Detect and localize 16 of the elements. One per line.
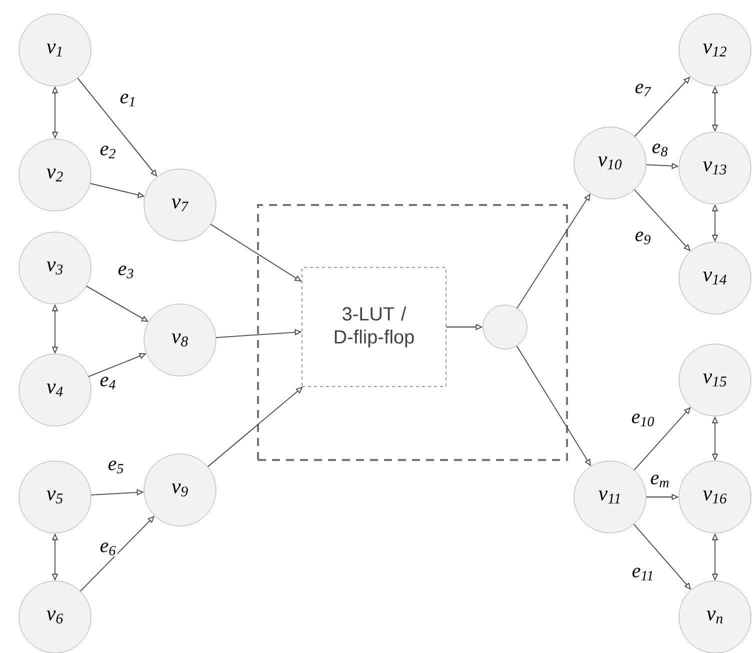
edge-label: e$_{10}$ xyxy=(630,412,656,428)
edge-label: e$_{8}$ xyxy=(650,142,670,158)
arrow xyxy=(634,76,690,137)
edge-label: e$_{2}$ xyxy=(98,144,118,160)
edge-label: e$_{3}$ xyxy=(116,264,136,280)
edge-label: e$_{7}$ xyxy=(634,82,652,98)
edge-label: e$_{1}$ xyxy=(118,92,138,108)
junction-circle xyxy=(482,304,528,350)
edge-label: e$_{4}$ xyxy=(98,376,118,390)
edge-label: e$_{5}$ xyxy=(106,460,126,474)
edge-label: e$_{9}$ xyxy=(634,230,652,246)
edge-label: e$_{6}$ xyxy=(98,542,118,556)
edge-label: e$_{11}$ xyxy=(630,566,656,582)
logic-block-box: 3-LUT / D-flip-flop xyxy=(302,267,446,387)
dashed-boundary-box xyxy=(257,204,568,461)
edge-label: e$_{m}$ xyxy=(649,474,671,488)
